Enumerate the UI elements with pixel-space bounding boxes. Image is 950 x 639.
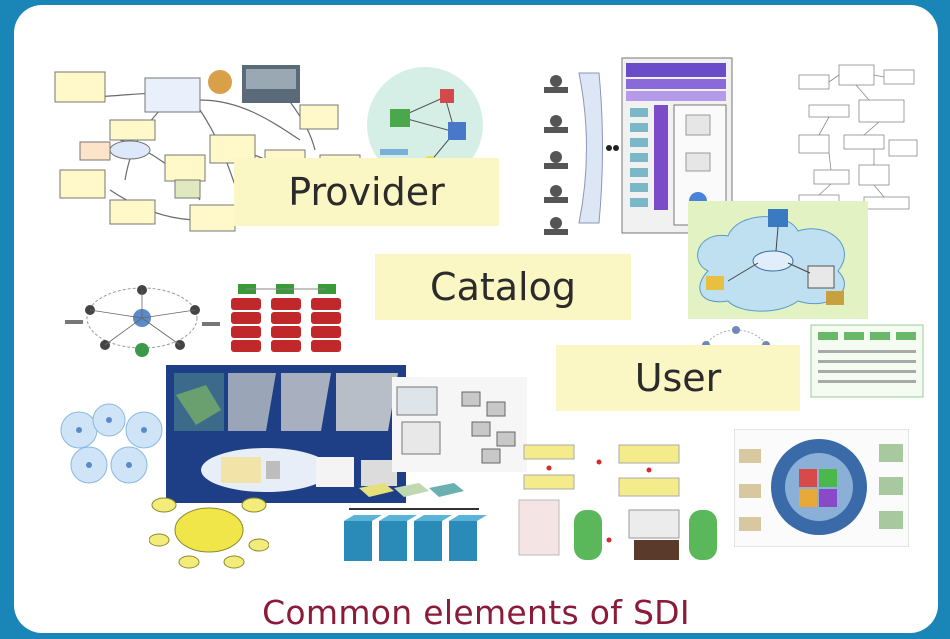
servers-screens-thumbnail (392, 377, 527, 472)
provider-label: Provider (234, 158, 499, 226)
puzzle-circle-thumbnail (734, 429, 909, 547)
radial-hub-thumbnail (65, 285, 220, 357)
slide-panel: Provider Catalog (14, 5, 938, 633)
database-stacks-thumbnail (226, 280, 361, 360)
blue-circles-thumbnail (60, 403, 163, 484)
user-label: User (556, 345, 800, 411)
flowchart-sketch-thumbnail (798, 64, 918, 210)
catalog-label: Catalog (375, 254, 631, 320)
slide-caption: Common elements of SDI (262, 593, 690, 632)
web-service-cloud-thumbnail (688, 201, 868, 319)
network-circle-thumbnail (367, 67, 483, 183)
data-flow-cylinders-thumbnail (518, 444, 717, 560)
imagery-processing-thumbnail (166, 365, 406, 503)
mind-map-thumbnail (149, 497, 269, 569)
layered-cubes-thumbnail (344, 483, 487, 561)
user-services-thumbnail (695, 324, 924, 411)
